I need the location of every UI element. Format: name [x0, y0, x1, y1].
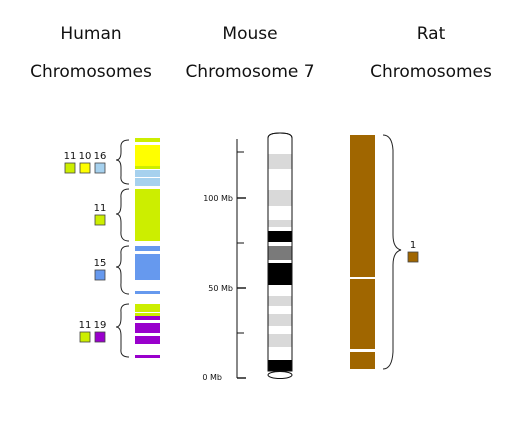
chromosome-band	[268, 231, 292, 242]
brace	[115, 188, 130, 242]
brace	[115, 139, 130, 185]
human-segment	[135, 355, 160, 358]
human-chromosomes-title: Human Chromosomes	[11, 24, 171, 82]
human-segment	[135, 304, 160, 312]
chromosome-band	[268, 246, 292, 260]
color-swatch	[94, 162, 106, 174]
chromosome-band	[268, 220, 292, 227]
human-segments	[135, 138, 160, 358]
brace	[115, 245, 130, 295]
axis-tick-label: 100 Mb	[203, 194, 233, 203]
chromosome-band	[268, 263, 292, 285]
color-swatch	[79, 162, 91, 174]
color-swatch	[64, 162, 76, 174]
chromosome-band	[268, 154, 292, 169]
human-title-line1: Human	[60, 24, 122, 44]
rat-segment	[350, 352, 375, 369]
brace	[115, 303, 130, 358]
human-chr-label: 15	[94, 258, 107, 269]
human-title-line2: Chromosomes	[30, 62, 152, 82]
rat-chr-label: 1	[410, 240, 416, 251]
human-segment	[135, 316, 160, 320]
human-segment	[135, 254, 160, 280]
human-chr-label: 10	[79, 151, 92, 162]
color-swatch	[94, 214, 106, 226]
human-chr-label: 11	[79, 320, 92, 331]
chromosome-band	[268, 334, 292, 347]
mouse-axis	[236, 139, 246, 379]
centromere	[267, 371, 293, 379]
human-segment	[135, 189, 160, 241]
human-segment	[135, 313, 160, 316]
human-chr-label: 11	[94, 203, 107, 214]
human-chr-label: 11	[64, 151, 77, 162]
mouse-chromosome-7	[267, 132, 293, 379]
mouse-chromosome-title: Mouse Chromosome 7	[170, 24, 330, 82]
human-segment	[135, 336, 160, 344]
axis-tick-label: 50 Mb	[208, 284, 233, 293]
human-segment	[135, 138, 160, 142]
mouse-title-line1: Mouse	[222, 24, 278, 44]
human-segment	[135, 178, 160, 186]
human-segment	[135, 166, 160, 169]
rat-title-line1: Rat	[416, 24, 446, 44]
human-segment	[135, 246, 160, 251]
rat-segment	[350, 279, 375, 349]
mouse-title-line2: Chromosome 7	[185, 62, 315, 82]
color-swatch	[94, 331, 106, 343]
human-group-2: 11	[94, 203, 107, 226]
rat-chromosomes-title: Rat Chromosomes	[351, 24, 511, 82]
color-swatch	[407, 251, 419, 263]
human-segment	[135, 145, 160, 166]
rat-segments	[350, 135, 375, 369]
chromosome-band	[268, 314, 292, 326]
axis-tick-label: 0 Mb	[202, 373, 222, 382]
chromosome-band	[268, 190, 292, 206]
chromosome-band	[268, 360, 292, 371]
human-group-4: 11 19	[79, 320, 107, 343]
rat-brace	[382, 134, 402, 370]
rat-segment	[350, 135, 375, 277]
human-group-3: 15	[94, 258, 107, 281]
human-segment	[135, 323, 160, 333]
human-braces	[115, 139, 130, 358]
human-chr-label: 19	[94, 320, 107, 331]
color-swatch	[94, 269, 106, 281]
color-swatch	[79, 331, 91, 343]
human-group-1: 11 10 16	[64, 151, 107, 174]
human-segment	[135, 291, 160, 294]
human-chr-label: 16	[94, 151, 107, 162]
rat-title-line2: Chromosomes	[370, 62, 492, 82]
chromosome-band	[268, 296, 292, 306]
human-segment	[135, 170, 160, 177]
